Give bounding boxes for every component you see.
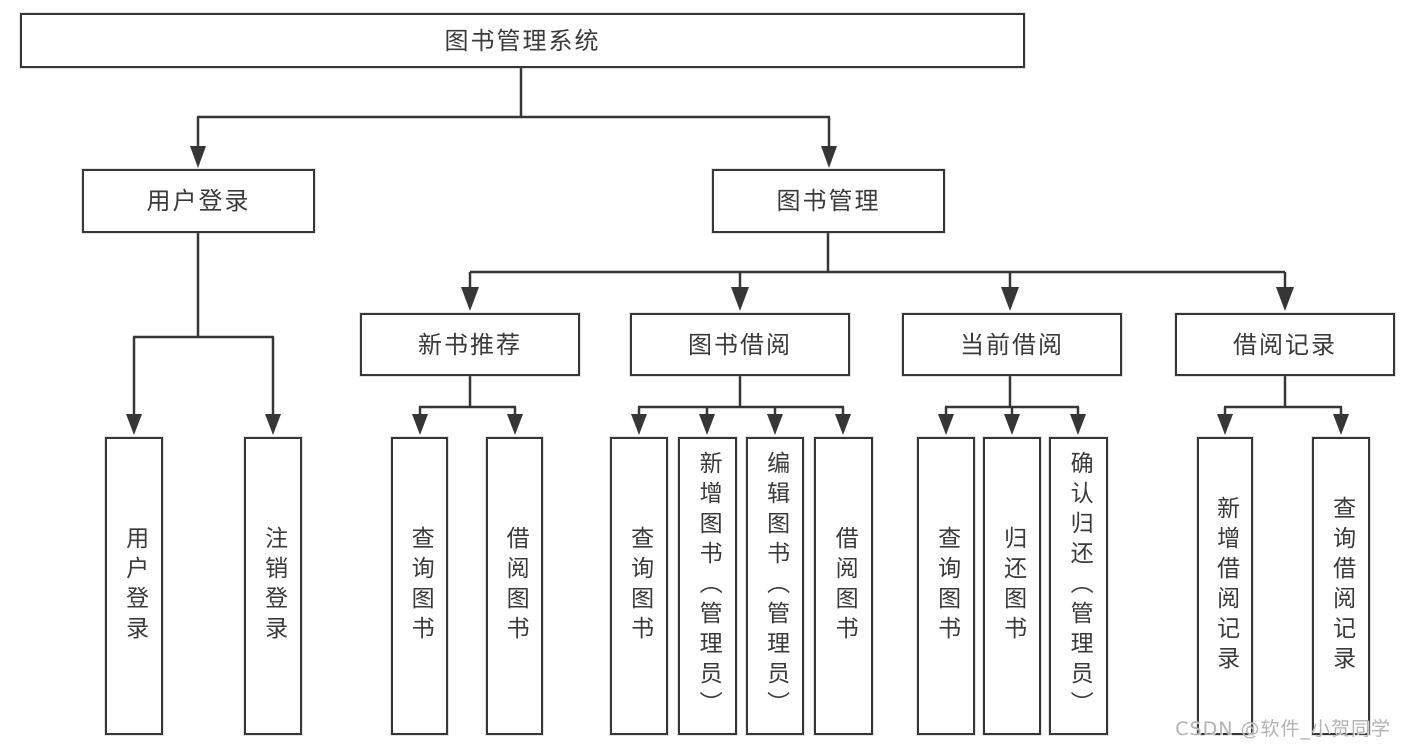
node-label: 查询图书 — [933, 526, 960, 646]
leaf-query-book-recommendation: 查询图书 — [391, 437, 448, 735]
node-new-book-recommendation: 新书推荐 — [360, 313, 580, 376]
node-label: 用户登录 — [146, 187, 251, 215]
node-library-management-system: 图书管理系统 — [20, 13, 1025, 68]
node-label: 借阅记录 — [1233, 330, 1337, 359]
node-label: 编辑图书（管理员） — [762, 451, 789, 721]
node-user-login: 用户登录 — [82, 169, 315, 233]
leaf-user-login: 用户登录 — [105, 437, 163, 735]
node-label: 图书管理系统 — [444, 26, 601, 55]
leaf-confirm-return-admin: 确认归还（管理员） — [1049, 437, 1108, 735]
leaf-query-borrow-record: 查询借阅记录 — [1312, 437, 1370, 735]
node-label: 借阅图书 — [831, 526, 858, 646]
node-label: 新书推荐 — [418, 330, 522, 359]
leaf-borrow-book-recommendation: 借阅图书 — [486, 437, 543, 735]
leaf-borrow-book-borrowing: 借阅图书 — [814, 437, 873, 735]
node-label: 注销登录 — [260, 526, 287, 646]
csdn-watermark: CSDN @软件_小贺同学 — [1175, 718, 1391, 740]
node-label: 图书借阅 — [688, 330, 792, 359]
node-label: 用户登录 — [121, 526, 148, 646]
node-label: 当前借阅 — [960, 330, 1064, 359]
node-current-borrowing: 当前借阅 — [902, 313, 1122, 376]
node-label: 借阅图书 — [502, 526, 529, 646]
node-label: 图书管理 — [776, 187, 881, 215]
leaf-edit-book-admin: 编辑图书（管理员） — [746, 437, 804, 735]
leaf-query-book-borrowing: 查询图书 — [610, 437, 668, 735]
leaf-logout: 注销登录 — [244, 437, 302, 735]
node-borrowing-records: 借阅记录 — [1175, 313, 1395, 376]
node-label: 查询图书 — [626, 526, 653, 646]
node-label: 归还图书 — [999, 526, 1026, 646]
node-label: 新增借阅记录 — [1212, 496, 1239, 676]
node-book-borrowing: 图书借阅 — [630, 313, 850, 376]
leaf-return-book: 归还图书 — [983, 437, 1041, 735]
node-label: 查询图书 — [407, 526, 434, 646]
node-label: 新增图书（管理员） — [695, 451, 722, 721]
node-book-management: 图书管理 — [712, 169, 945, 233]
leaf-add-book-admin: 新增图书（管理员） — [678, 437, 737, 735]
leaf-query-book-current: 查询图书 — [917, 437, 975, 735]
leaf-add-borrow-record: 新增借阅记录 — [1197, 437, 1253, 735]
node-label: 确认归还（管理员） — [1066, 451, 1093, 721]
node-label: 查询借阅记录 — [1328, 496, 1355, 676]
